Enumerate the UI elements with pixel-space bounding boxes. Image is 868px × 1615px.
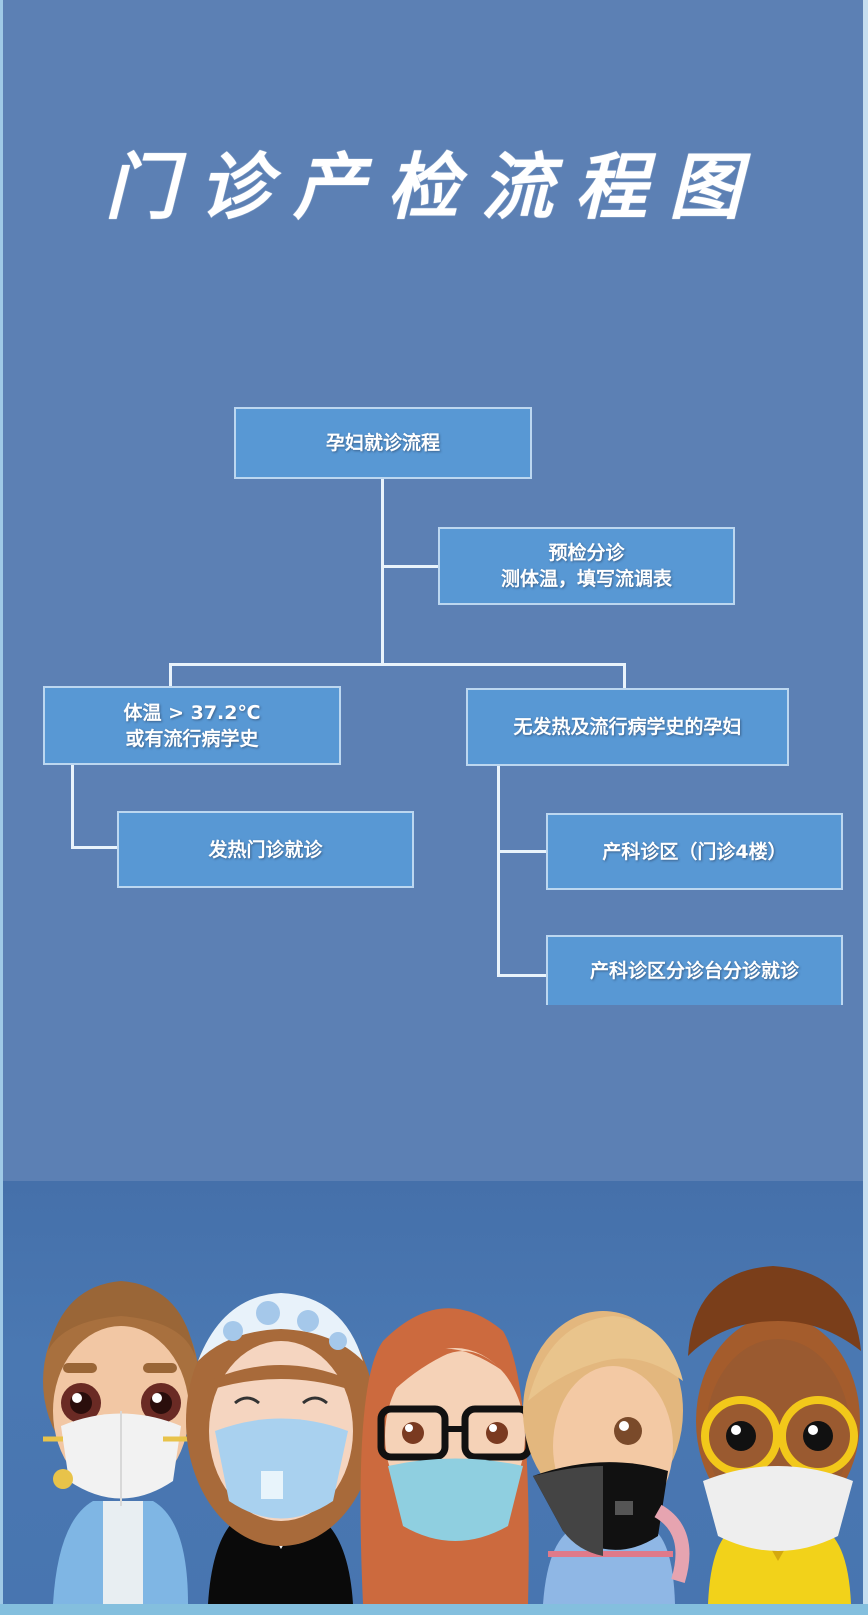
person-2-icon: [186, 1293, 376, 1604]
triage-label-line2: 测体温，填写流调表: [500, 568, 672, 590]
flow-node-obstetric-area: 产科诊区（门诊4楼）: [546, 813, 843, 890]
connector-to-normal: [623, 663, 626, 689]
connector-fever-down: [71, 763, 74, 848]
fever-clinic-label: 发热门诊就诊: [208, 838, 323, 861]
connector-normal-step2: [497, 974, 546, 977]
root-label: 孕妇就诊流程: [325, 432, 440, 454]
obstetric-triage-desk-label: 产科诊区分诊台分诊就诊: [589, 960, 799, 982]
flow-node-fever-clinic: 发热门诊就诊: [117, 811, 414, 888]
fever-condition-line2: 或有流行病学史: [125, 727, 259, 750]
connector-to-triage: [381, 565, 439, 568]
normal-condition-label: 无发热及流行病学史的孕妇: [513, 716, 742, 738]
person-3-icon: [360, 1308, 533, 1604]
bottom-strip: [0, 1604, 868, 1615]
obstetric-area-label: 产科诊区（门诊4楼）: [602, 840, 787, 863]
person-4-icon: [523, 1311, 690, 1604]
fever-condition-line1: 体温 > 37.2℃: [123, 701, 261, 724]
connector-fever-to-action: [71, 846, 118, 849]
triage-label-line1: 预检分诊: [548, 542, 625, 564]
masked-people-illustration: [43, 1266, 861, 1604]
flow-node-obstetric-triage-desk: 产科诊区分诊台分诊就诊: [546, 935, 843, 1005]
flow-node-root: 孕妇就诊流程: [234, 407, 532, 479]
flow-node-triage: 预检分诊 测体温，填写流调表: [438, 527, 735, 605]
flow-node-normal-condition: 无发热及流行病学史的孕妇: [466, 688, 789, 766]
connector-root-trunk: [381, 478, 384, 665]
person-5-icon: [688, 1266, 861, 1604]
connector-normal-down: [497, 765, 500, 977]
connector-split-bar: [169, 663, 626, 666]
page-title: 门诊产检流程图: [104, 144, 763, 229]
person-1-icon: [43, 1281, 199, 1604]
connector-normal-step1: [497, 850, 546, 853]
right-edge: [863, 0, 868, 1615]
flow-node-fever-condition: 体温 > 37.2℃ 或有流行病学史: [43, 686, 341, 765]
connector-to-fever: [169, 663, 172, 687]
